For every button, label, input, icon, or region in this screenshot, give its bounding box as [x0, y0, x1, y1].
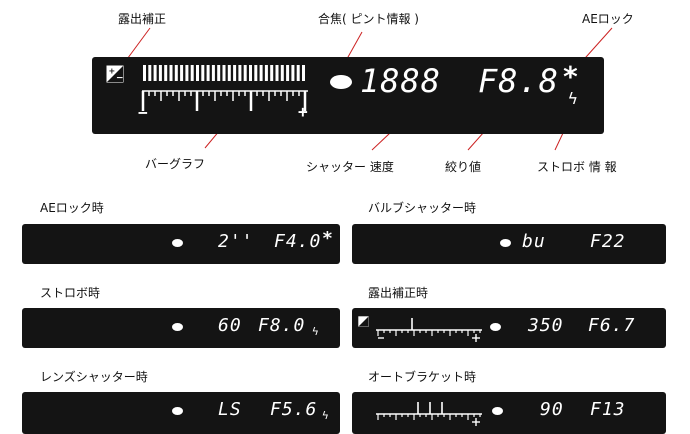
flash-mark: ϟ [322, 409, 330, 422]
example-panel-bulb: bu F22 [352, 224, 666, 264]
bar-segment [302, 65, 305, 81]
example-aperture: F13 [590, 399, 626, 420]
svg-text:+: + [109, 67, 116, 76]
example-panel-strobe: 60 F8.0 ϟ [22, 308, 340, 348]
example-shutter: 90 [540, 399, 564, 420]
bar-segment [148, 65, 152, 81]
callout-focus-info: 合焦( ピント情報 ) [318, 12, 419, 26]
bar-segment [275, 65, 279, 81]
bar-segment [211, 65, 215, 81]
example-label: レンズシャッター時 [40, 370, 148, 384]
example-label: 露出補正時 [368, 286, 429, 300]
example-aperture: F8.0 [258, 315, 306, 336]
example-aperture: F6.7 [588, 315, 636, 336]
bar-segment [222, 65, 226, 81]
focus-indicator [490, 323, 501, 331]
bar-segment [180, 65, 184, 81]
exposure-comp-icon [358, 316, 369, 327]
callout-ae-lock: AEロック [582, 12, 634, 26]
example-shutter: 60 [218, 315, 242, 336]
svg-text:−: − [116, 74, 124, 84]
bar-segment [153, 65, 157, 81]
bar-segment [201, 65, 205, 81]
bar-segment [233, 65, 237, 81]
bar-segment [280, 65, 284, 81]
main-shutter-speed: 1888 [360, 62, 442, 100]
bar-segment [264, 65, 268, 81]
bar-segment [164, 65, 168, 81]
bar-segment [296, 65, 300, 81]
main-display-panel: + − − + 1888 F8.8 * ϟ [92, 57, 604, 134]
bar-segment [249, 65, 252, 81]
bar-segment [270, 65, 274, 81]
bar-segment [158, 65, 162, 81]
example-aperture: F4.0 [274, 231, 322, 252]
bar-segment [143, 65, 146, 81]
example-panel-auto-bracket: 90 F13 [352, 392, 666, 434]
bar-plus-sign: + [298, 102, 309, 121]
exposure-comp-icon: + − [106, 65, 124, 83]
example-shutter: bu [522, 231, 546, 252]
bar-segment [185, 65, 189, 81]
example-label: バルブシャッター時 [368, 201, 477, 215]
bar-segment [169, 65, 173, 81]
bar-graph [141, 65, 308, 111]
focus-indicator [330, 75, 352, 89]
focus-indicator [172, 323, 183, 331]
focus-indicator [500, 239, 511, 247]
bar-segment [227, 65, 231, 81]
bar-segment [291, 65, 295, 81]
bar-segment [196, 65, 199, 81]
bar-segment [174, 65, 178, 81]
focus-indicator [492, 407, 503, 415]
bar-segment [254, 65, 258, 81]
example-label: ストロボ時 [40, 286, 101, 300]
example-panel-exposure-comp: 350 F6.7 [352, 308, 666, 348]
example-aperture: F22 [590, 231, 626, 252]
example-panel-lens-shutter: LS F5.6 ϟ [22, 392, 340, 434]
bar-segment [217, 65, 221, 81]
bar-segment [243, 65, 247, 81]
example-label: AEロック時 [40, 201, 104, 215]
ae-lock-mark: * [562, 60, 580, 93]
flash-mark: ϟ [568, 89, 579, 108]
callout-bar-graph: バーグラフ [145, 157, 206, 171]
example-label: オートブラケット時 [368, 370, 477, 384]
flash-mark: ϟ [312, 325, 320, 338]
callout-exposure-comp: 露出補正 [118, 12, 167, 26]
example-panel-ae-lock: 2'' F4.0 * [22, 224, 340, 264]
bar-segment [286, 65, 290, 81]
bar-segment [238, 65, 242, 81]
example-aperture: F5.6 [270, 399, 318, 420]
focus-indicator [172, 239, 183, 247]
callout-shutter-speed: シャッター 速度 [306, 160, 394, 174]
example-shutter: 2'' [218, 231, 254, 252]
callout-strobe-info: ストロボ 情 報 [537, 160, 617, 174]
ae-lock-mark: * [322, 228, 334, 249]
bar-graph [376, 318, 482, 342]
example-shutter: 350 [528, 315, 564, 336]
callout-aperture: 絞り値 [445, 160, 482, 174]
bar-segment [206, 65, 210, 81]
bar-minus-sign: − [138, 103, 149, 122]
focus-indicator [172, 407, 183, 415]
bar-segment [259, 65, 263, 81]
example-shutter: LS [218, 399, 242, 420]
main-aperture: F8.8 [478, 62, 560, 100]
bar-segment [190, 65, 194, 81]
bar-graph [376, 402, 482, 426]
